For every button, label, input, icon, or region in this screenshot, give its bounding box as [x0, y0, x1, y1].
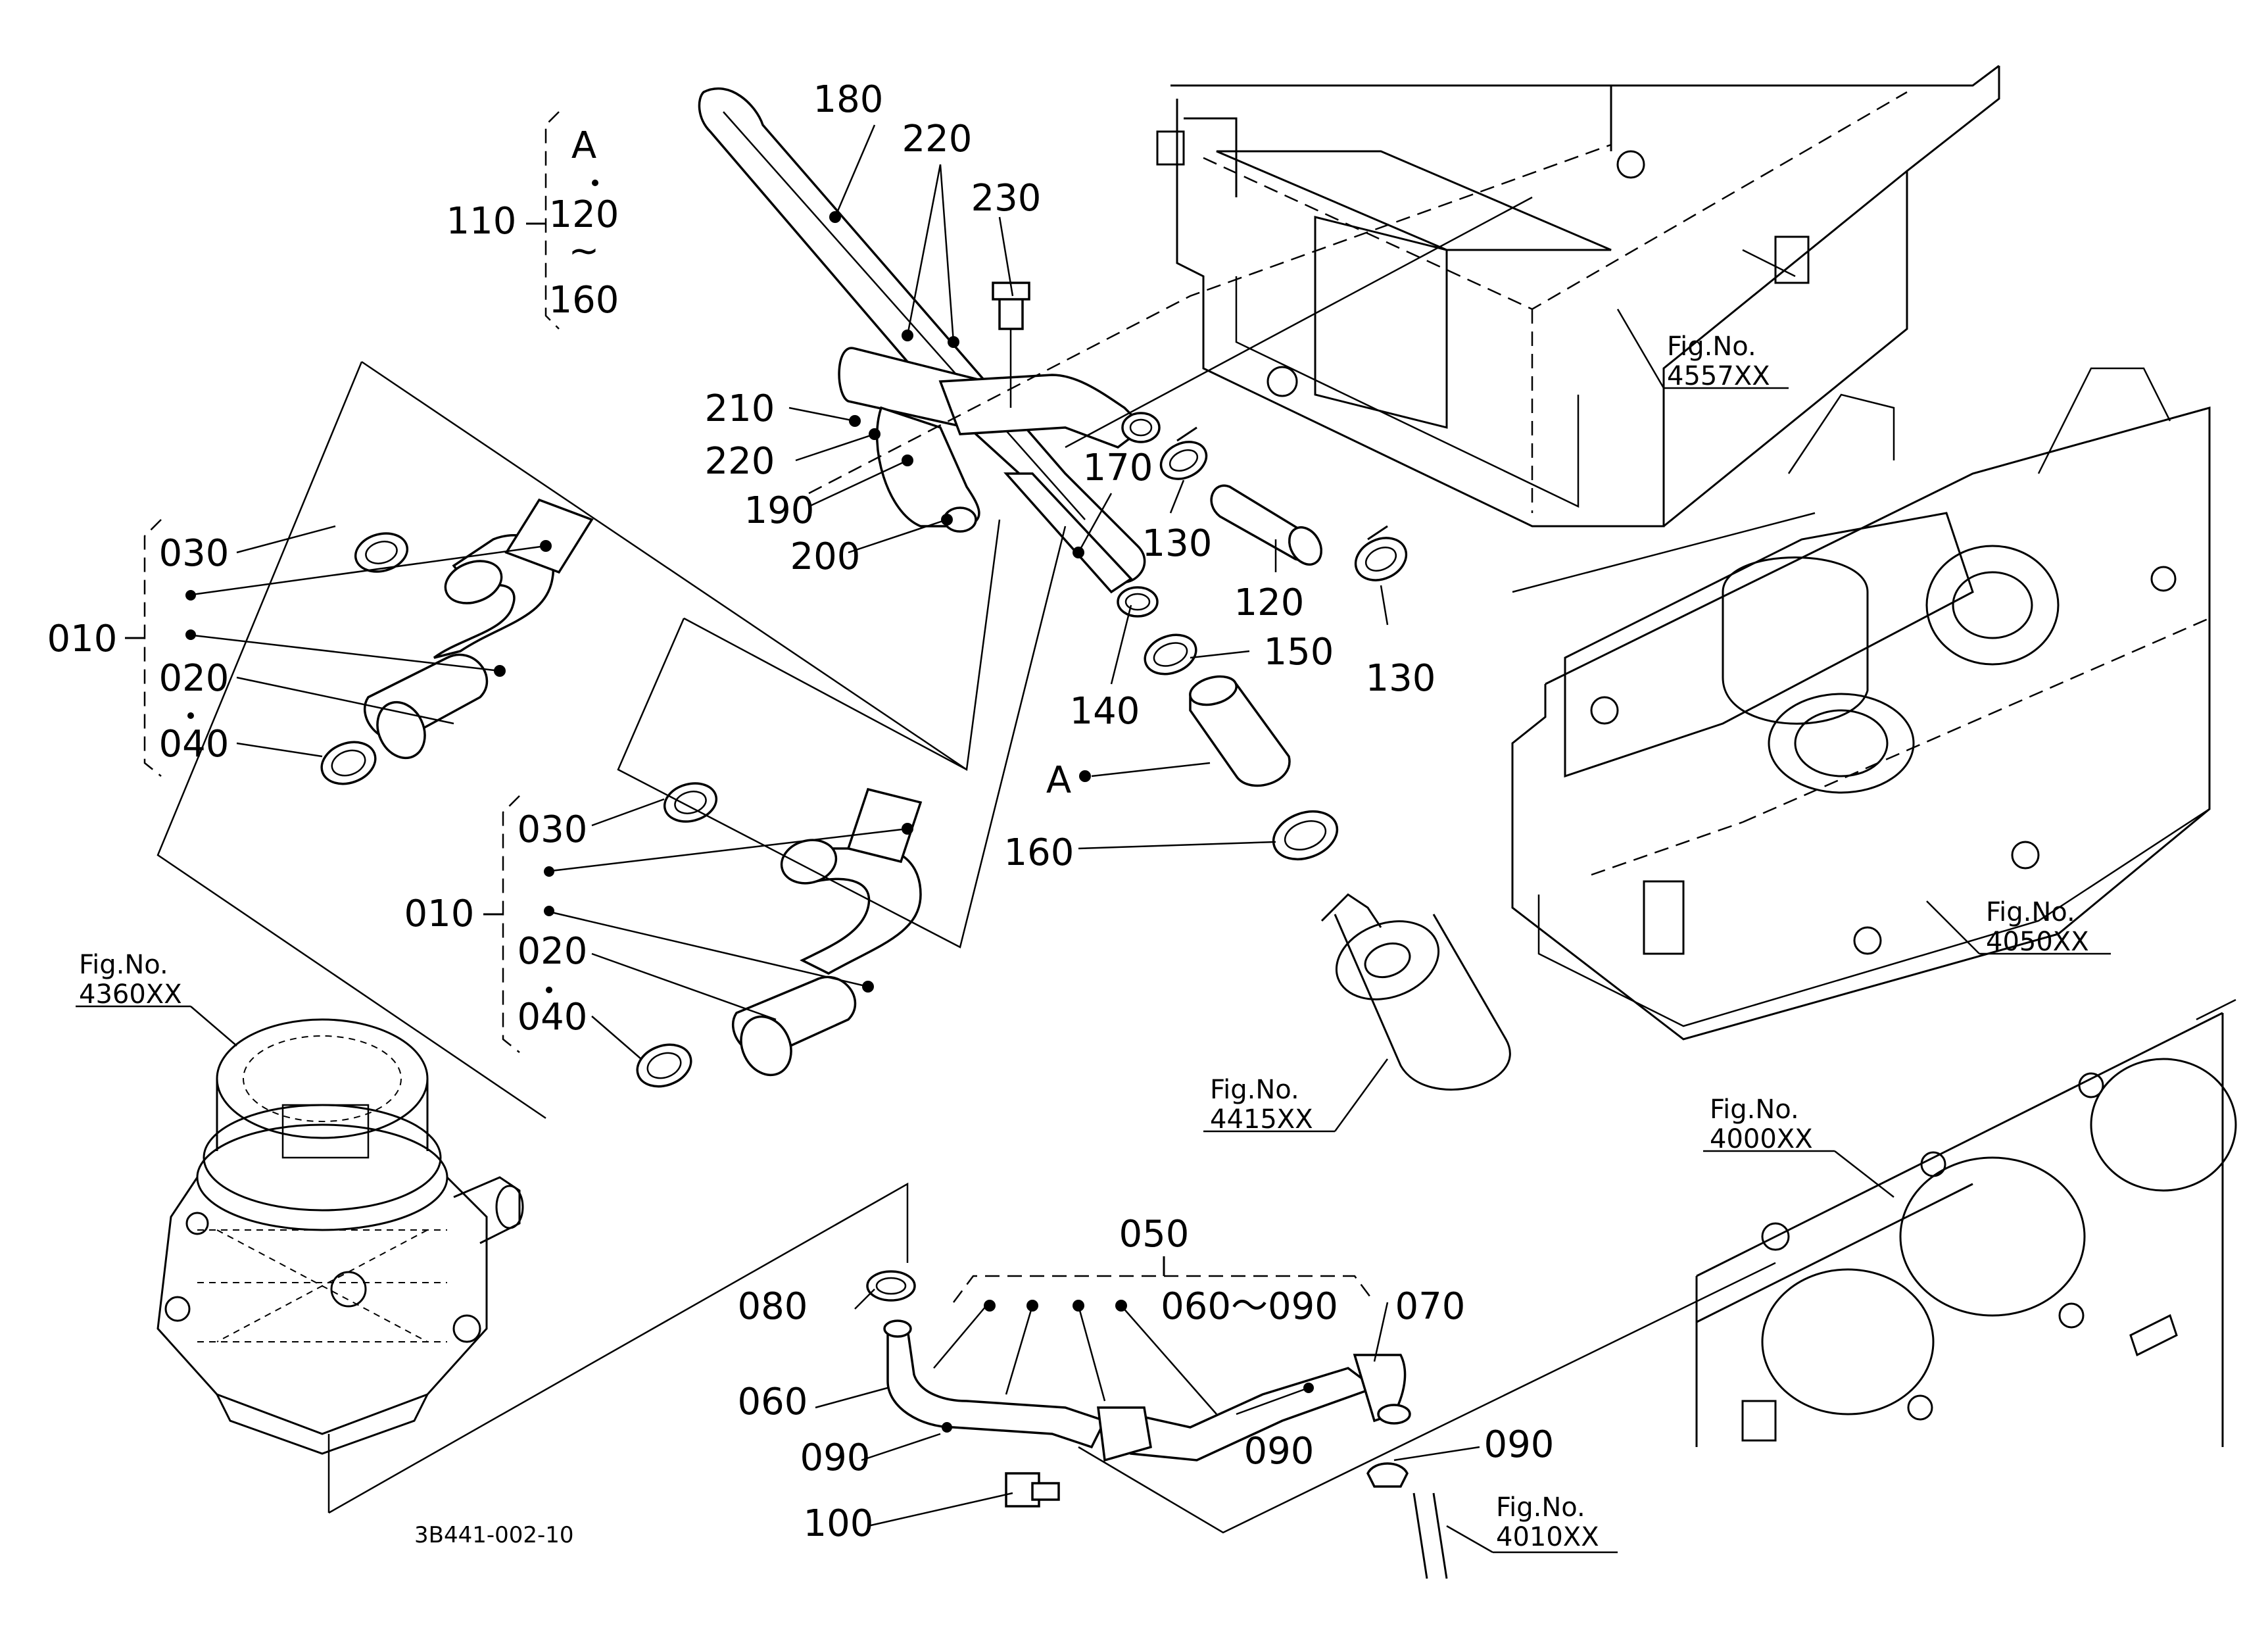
fig-4000-label: Fig.No. — [1710, 1094, 1799, 1125]
bracket-A-label: A — [571, 124, 596, 167]
clamp-150-drawing — [1144, 633, 1197, 676]
part-190-label: 190 — [744, 489, 815, 532]
hose-1-040-label: 040 — [159, 723, 229, 766]
fig-4010-label: Fig.No. — [1496, 1492, 1585, 1523]
part-230-label: 230 — [971, 177, 1042, 220]
hose-A-drawing — [1189, 675, 1291, 787]
leader-dots-top — [829, 211, 1091, 782]
pipe-060-label: 060 — [738, 1381, 808, 1423]
part-130-right-label: 130 — [1366, 657, 1436, 700]
fig-4557-label: Fig.No. — [1667, 332, 1756, 362]
bracket-tilde-label: ~ — [569, 230, 600, 272]
pipe-100-label: 100 — [804, 1502, 874, 1545]
bracket-160-label: 160 — [549, 279, 619, 322]
part-200-label: 200 — [790, 535, 861, 578]
bracket-120-label: 120 — [549, 193, 619, 236]
part-220-lower-label: 220 — [705, 440, 775, 483]
cylinder-block-drawing — [1695, 998, 2237, 1447]
air-cleaner-4415-drawing — [1320, 893, 1511, 1091]
fig-4010-number: 4010XX — [1496, 1522, 1599, 1552]
clamp-160-drawing — [1272, 810, 1339, 860]
hose-2-040-label: 040 — [518, 996, 588, 1039]
fig-4557-number: 4557XX — [1667, 361, 1770, 391]
fig-4360-label: Fig.No. — [79, 950, 168, 980]
breather-pipe-drawing — [866, 1270, 1448, 1579]
part-150-label: 150 — [1264, 631, 1334, 674]
part-180-label: 180 — [813, 78, 884, 121]
fig-4050-label: Fig.No. — [1986, 897, 2075, 927]
clamp-130a-drawing — [1159, 426, 1208, 480]
fig-ref-leaders — [76, 308, 2111, 1554]
air-cleaner-drawing — [157, 1018, 524, 1455]
hose-2-030-label: 030 — [518, 808, 588, 851]
hose-1-020-label: 020 — [159, 657, 229, 700]
fig-4415-label: Fig.No. — [1210, 1075, 1299, 1105]
intake-pipe-drawing — [698, 87, 1161, 618]
pipe-090-right-label: 090 — [1484, 1423, 1555, 1466]
part-220-upper-label: 220 — [902, 118, 973, 160]
fig-4360-number: 4360XX — [79, 979, 182, 1010]
group-bracket-110 — [526, 111, 598, 330]
fig-4050-number: 4050XX — [1986, 927, 2089, 957]
hose-1-030-label: 030 — [159, 532, 229, 575]
hose-2-010-label: 010 — [404, 893, 475, 935]
part-110-label: 110 — [446, 200, 517, 243]
pipe-070-label: 070 — [1395, 1285, 1466, 1328]
hose-1-010-label: 010 — [47, 618, 118, 660]
fig-4000-number: 4000XX — [1710, 1124, 1813, 1154]
leader-lines-top — [788, 124, 1389, 850]
reference-frame-lines — [157, 143, 1816, 1534]
pipe-050-label: 050 — [1119, 1213, 1190, 1256]
diagram-code: 3B441-002-10 — [414, 1522, 574, 1548]
fig-4415-number: 4415XX — [1210, 1104, 1313, 1135]
hose-120-drawing — [1210, 484, 1322, 566]
part-170-label: 170 — [1083, 447, 1153, 489]
part-A-label: A — [1046, 759, 1071, 802]
part-140-label: 140 — [1070, 690, 1140, 733]
valve-cover-drawing — [1511, 367, 2211, 1041]
frame-bracket-drawing — [1156, 64, 2000, 528]
pipe-group-bracket — [815, 1256, 1480, 1527]
hose-group-1-bracket — [125, 519, 552, 777]
pipe-090-left-label: 090 — [800, 1437, 871, 1479]
hose-2-020-label: 020 — [518, 930, 588, 973]
part-210-label: 210 — [705, 387, 775, 430]
clamp-130b-drawing — [1354, 525, 1408, 581]
part-160-label: 160 — [1004, 831, 1074, 874]
pipe-090-mid-label: 090 — [1244, 1430, 1315, 1473]
part-130-left-label: 130 — [1142, 522, 1213, 565]
hose-010-lower-drawing — [636, 782, 923, 1088]
part-120-label: 120 — [1234, 581, 1305, 624]
hose-group-2-bracket — [483, 795, 913, 1060]
pipe-range-label: 060～090 — [1161, 1285, 1338, 1328]
hose-010-upper-drawing — [320, 498, 594, 785]
pipe-080-label: 080 — [738, 1285, 808, 1328]
